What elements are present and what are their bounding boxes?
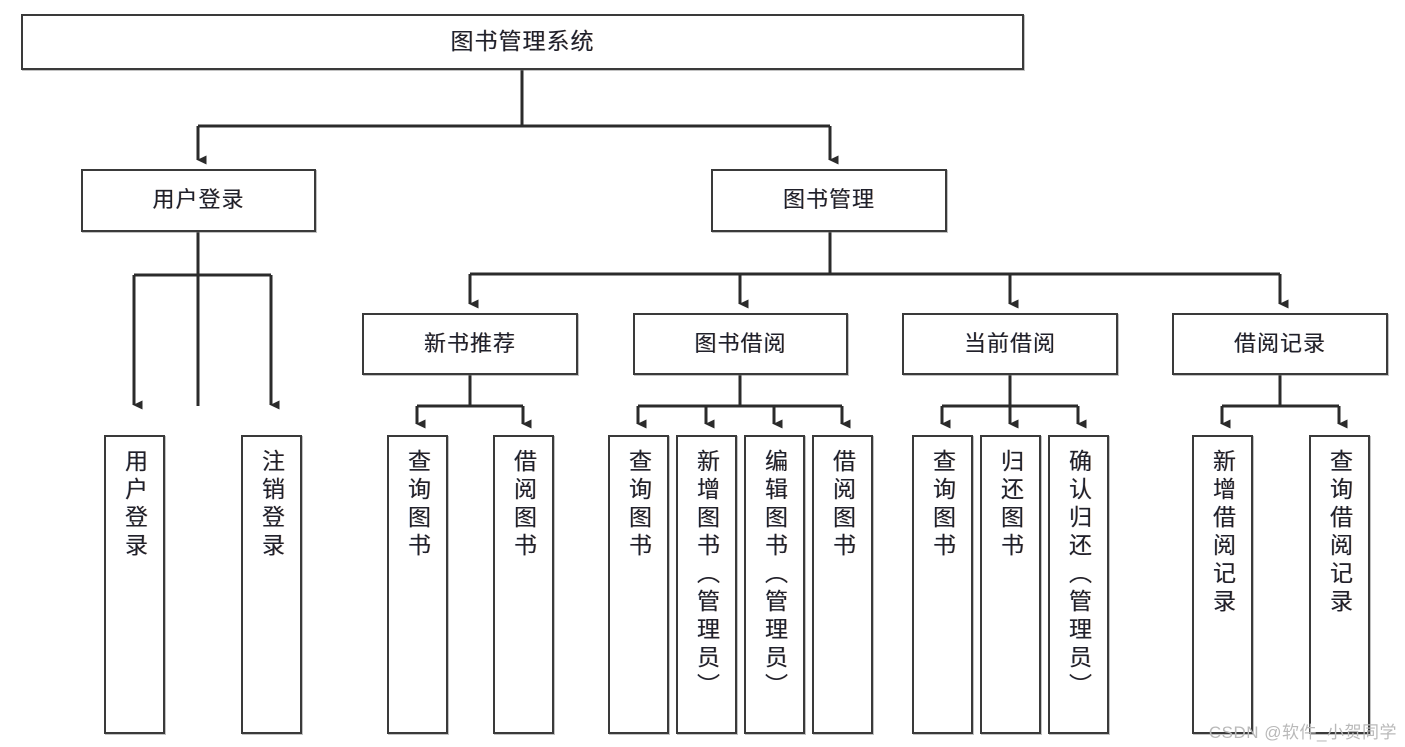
watermark-text: CSDN @软件_小贺同学 xyxy=(1208,723,1397,742)
leaf-current-confirm-return-admin[interactable]: 确认归还（管理员） xyxy=(1048,435,1109,734)
leaf-record-add-record[interactable]: 新增借阅记录 xyxy=(1192,435,1253,734)
node-label: 当前借阅 xyxy=(963,330,1056,356)
node-label: 借阅图书 xyxy=(829,449,856,561)
leaf-borrow-borrow-book[interactable]: 借阅图书 xyxy=(812,435,873,734)
node-label: 用户登录 xyxy=(152,187,245,213)
node-label: 查询图书 xyxy=(929,449,956,561)
node-label: 新书推荐 xyxy=(423,330,516,356)
node-label: 借阅记录 xyxy=(1233,330,1326,356)
leaf-recommend-query-book[interactable]: 查询图书 xyxy=(387,435,448,734)
leaf-borrow-edit-book-admin[interactable]: 编辑图书（管理员） xyxy=(744,435,805,734)
node-book-management[interactable]: 图书管理 xyxy=(711,169,947,232)
node-user-login[interactable]: 用户登录 xyxy=(81,169,316,232)
leaf-current-return-book[interactable]: 归还图书 xyxy=(980,435,1041,734)
node-label: 用户登录 xyxy=(121,449,148,561)
node-label: 查询图书 xyxy=(404,449,431,561)
node-label: 新增借阅记录 xyxy=(1209,449,1236,617)
leaf-record-query-record[interactable]: 查询借阅记录 xyxy=(1309,435,1370,734)
node-label: 编辑图书（管理员） xyxy=(761,449,788,701)
node-new-book-recommend[interactable]: 新书推荐 xyxy=(362,313,578,375)
node-label: 图书管理系统 xyxy=(450,28,595,55)
node-label: 图书管理 xyxy=(782,187,875,213)
leaf-borrow-query-book[interactable]: 查询图书 xyxy=(608,435,669,734)
node-root-system[interactable]: 图书管理系统 xyxy=(21,14,1024,70)
node-label: 归还图书 xyxy=(997,449,1024,561)
leaf-recommend-borrow-book[interactable]: 借阅图书 xyxy=(493,435,554,734)
leaf-current-query-book[interactable]: 查询图书 xyxy=(912,435,973,734)
node-label: 查询借阅记录 xyxy=(1326,449,1353,617)
node-current-borrow[interactable]: 当前借阅 xyxy=(902,313,1118,375)
node-label: 注销登录 xyxy=(258,449,285,561)
leaf-user-login-signin[interactable]: 用户登录 xyxy=(104,435,165,734)
node-label: 新增图书（管理员） xyxy=(693,449,720,701)
node-label: 图书借阅 xyxy=(694,330,787,356)
node-label: 查询图书 xyxy=(625,449,652,561)
node-label: 确认归还（管理员） xyxy=(1065,449,1092,701)
node-label: 借阅图书 xyxy=(510,449,537,561)
leaf-user-login-signout[interactable]: 注销登录 xyxy=(241,435,302,734)
leaf-borrow-add-book-admin[interactable]: 新增图书（管理员） xyxy=(676,435,737,734)
node-borrow-record[interactable]: 借阅记录 xyxy=(1172,313,1388,375)
node-book-borrow[interactable]: 图书借阅 xyxy=(633,313,848,375)
